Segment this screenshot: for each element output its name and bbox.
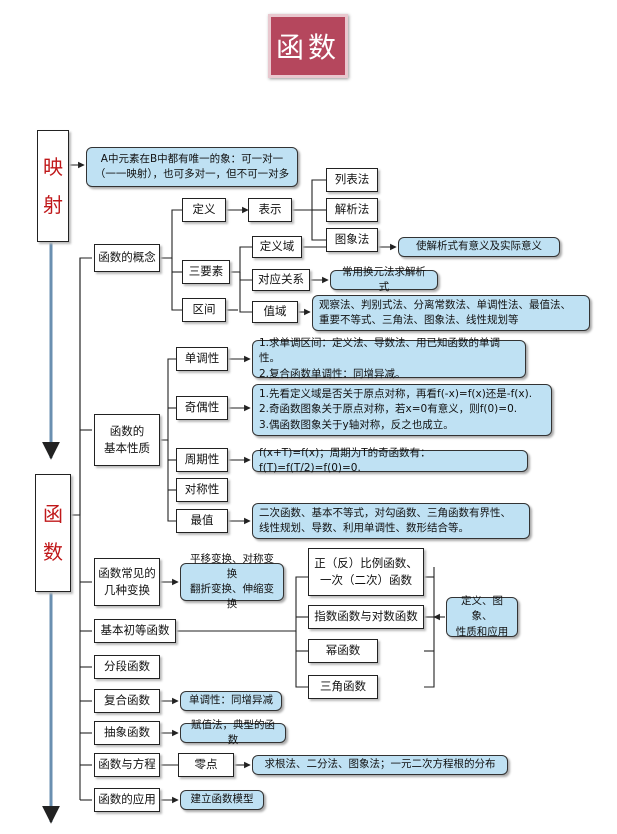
graph-method-box: 图象法 — [326, 228, 378, 252]
interval-box: 区间 — [182, 298, 226, 322]
analytic-method-box: 解析法 — [326, 198, 378, 222]
equation-box: 函数与方程 — [94, 753, 160, 777]
composite-box: 复合函数 — [94, 689, 160, 713]
mapping-char-2: 射 — [43, 193, 63, 217]
application-box: 函数的应用 — [94, 788, 160, 812]
abstract-note: 赋值法，典型的函数 — [180, 719, 286, 746]
mapping-note: A中元素在B中都有唯一的象：可一对一 （一一映射），也可多对一，但不可一对多 — [86, 147, 298, 187]
definition-box: 定义 — [182, 198, 226, 222]
transform-box: 函数常见的 几种变换 — [94, 558, 160, 606]
range-note: 观察法、判别式法、分离常数法、单调性法、最值法、 重要不等式、三角法、图象法、线… — [312, 295, 590, 331]
piecewise-box: 分段函数 — [94, 655, 160, 679]
elementary-note: 定义、图象、 性质和应用 — [446, 595, 518, 638]
domain-note: 使解析式有意义及实际意义 — [398, 237, 560, 257]
zero-box: 零点 — [178, 753, 234, 777]
representation-box: 表示 — [248, 198, 292, 222]
transform-note: 平移变换、对称变换 翻折变换、伸缩变换 — [180, 553, 284, 610]
concept-box: 函数的概念 — [94, 244, 160, 272]
elementary-box: 基本初等函数 — [94, 619, 176, 643]
function-char-2: 数 — [43, 540, 63, 564]
abstract-box: 抽象函数 — [94, 721, 160, 745]
mapping-box: 映 射 — [37, 130, 69, 242]
power-box: 幂函数 — [308, 639, 378, 663]
trig-box: 三角函数 — [308, 675, 378, 699]
properties-box: 函数的 基本性质 — [94, 414, 160, 466]
rule-note: 常用换元法求解析式 — [330, 266, 438, 293]
extreme-note: 二次函数、基本不等式，对勾函数、三角函数有界性、 线性规划、导数、利用单调性、数… — [252, 503, 530, 539]
periodicity-note: f(x+T)=f(x)；周期为T的奇函数有：f(T)=f(T/2)=f(0)=0… — [252, 447, 528, 474]
list-method-box: 列表法 — [326, 168, 378, 192]
parity-note: 1.先看定义域是否关于原点对称，再看f(-x)=f(x)还是-f(x). 2.奇… — [252, 384, 552, 436]
application-note: 建立函数模型 — [180, 790, 264, 810]
function-char-1: 函 — [43, 502, 63, 526]
monotonicity-box: 单调性 — [176, 347, 228, 371]
domain-box: 定义域 — [252, 236, 302, 258]
parity-box: 奇偶性 — [176, 396, 228, 420]
zero-note: 求根法、二分法、图象法；一元二次方程根的分布 — [252, 755, 508, 775]
monotonicity-note: 1.求单调区间：定义法、导数法、用已知函数的单调性。 2.复合函数单调性：同增异… — [252, 337, 526, 380]
composite-note: 单调性：同增异减 — [180, 691, 282, 711]
extreme-box: 最值 — [176, 509, 228, 533]
mapping-char-1: 映 — [43, 155, 63, 179]
rule-box: 对应关系 — [252, 269, 310, 291]
range-box: 值域 — [252, 301, 298, 323]
periodicity-box: 周期性 — [176, 448, 228, 472]
three-elements-box: 三要素 — [182, 260, 230, 284]
function-box: 函 数 — [35, 474, 71, 592]
page-title: 函数 — [268, 14, 348, 78]
linear-functions-box: 正（反）比例函数、 一次（二次）函数 — [308, 548, 424, 596]
exp-log-box: 指数函数与对数函数 — [308, 605, 424, 629]
symmetry-box: 对称性 — [176, 478, 228, 502]
